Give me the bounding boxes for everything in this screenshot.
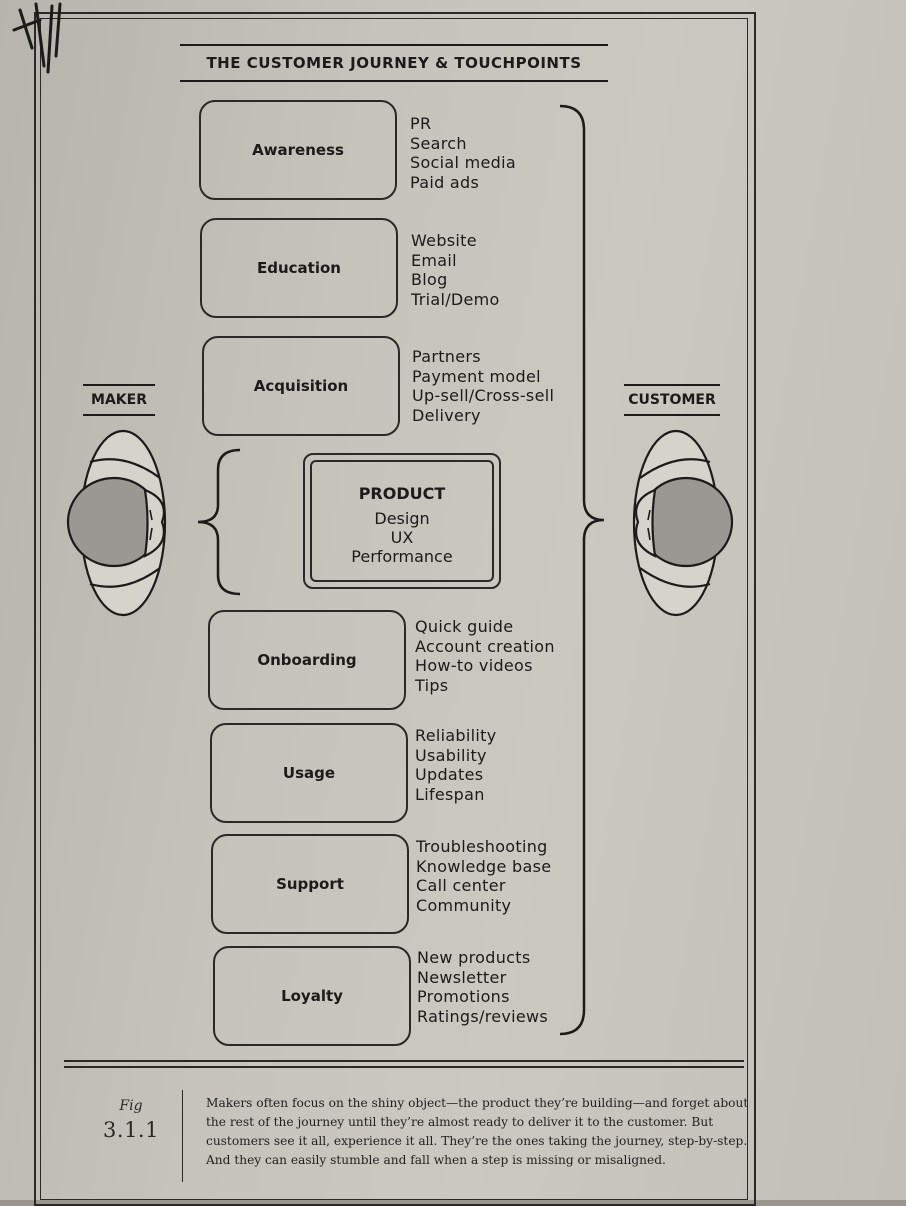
touchpoint: Delivery [412, 405, 481, 425]
product-item: UX [390, 528, 414, 547]
stage-label: Onboarding [257, 651, 357, 669]
stage-loyalty: Loyalty [213, 946, 411, 1046]
maker-label: MAKER [83, 384, 155, 416]
touchpoints-awareness: PR Search Social media Paid ads [410, 114, 516, 192]
touchpoint: PR [410, 114, 432, 133]
touchpoint: Website [411, 231, 477, 250]
stage-support: Support [211, 834, 409, 934]
stage-awareness: Awareness [199, 100, 397, 200]
touchpoint: Usability [415, 745, 487, 765]
caption-divider [182, 1090, 183, 1182]
maker-head [66, 429, 167, 617]
touchpoint: Ratings/reviews [417, 1006, 549, 1026]
stage-label: Acquisition [253, 377, 349, 395]
touchpoint: Reliability [415, 726, 497, 745]
touchpoint: Promotions [417, 987, 510, 1006]
caption-rule-top [64, 1060, 744, 1062]
touchpoint: Tips [415, 675, 449, 695]
stage-label: Support [276, 875, 344, 893]
customer-head [632, 429, 734, 617]
figure-number: Fig 3.1.1 [96, 1098, 166, 1142]
scribble-mark [18, 8, 34, 50]
touchpoint: Blog [411, 270, 448, 289]
touchpoint: Search [410, 133, 467, 153]
product-box: PRODUCT Design UX Performance [303, 453, 501, 589]
touchpoint: Paid ads [410, 172, 480, 192]
touchpoint: Account creation [415, 636, 555, 656]
customer-brace [559, 104, 605, 1036]
maker-brace [197, 448, 241, 596]
touchpoint: Up-sell/Cross-sell [412, 386, 555, 405]
touchpoints-education: Website Email Blog Trial/Demo [411, 231, 500, 309]
touchpoints-acquisition: Partners Payment model Up-sell/Cross-sel… [412, 347, 554, 425]
touchpoints-loyalty: New products Newsletter Promotions Ratin… [417, 948, 548, 1026]
touchpoint: Payment model [412, 366, 541, 386]
touchpoint: Call center [416, 876, 506, 895]
touchpoints-onboarding: Quick guide Account creation How-to vide… [415, 617, 555, 695]
stage-education: Education [200, 218, 398, 318]
product-item: Design [374, 509, 430, 528]
touchpoint: How-to videos [415, 656, 533, 675]
touchpoint: Trial/Demo [411, 289, 500, 309]
touchpoint: Newsletter [417, 967, 507, 987]
touchpoint: Lifespan [415, 784, 485, 804]
product-box-inner: PRODUCT Design UX Performance [310, 460, 494, 582]
fig-number: 3.1.1 [103, 1118, 159, 1142]
touchpoints-support: Troubleshooting Knowledge base Call cent… [416, 837, 551, 915]
product-item: Performance [351, 547, 453, 566]
touchpoint: Updates [415, 765, 484, 784]
stage-acquisition: Acquisition [202, 336, 400, 436]
stage-label: Awareness [252, 141, 344, 159]
stage-usage: Usage [210, 723, 408, 823]
product-title: PRODUCT [358, 484, 446, 503]
customer-label: CUSTOMER [624, 384, 720, 416]
touchpoints-usage: Reliability Usability Updates Lifespan [415, 726, 496, 804]
touchpoint: New products [417, 948, 531, 967]
touchpoint: Knowledge base [416, 856, 552, 876]
touchpoint: Quick guide [415, 617, 514, 636]
stage-label: Education [257, 259, 341, 277]
caption-rule-bottom [64, 1066, 744, 1068]
touchpoint: Social media [410, 153, 516, 172]
touchpoint: Partners [412, 347, 481, 366]
fig-label: Fig [119, 1098, 143, 1114]
touchpoint: Email [411, 250, 457, 270]
stage-onboarding: Onboarding [208, 610, 406, 710]
touchpoint: Community [416, 895, 512, 915]
touchpoint: Troubleshooting [416, 837, 548, 856]
diagram-title: THE CUSTOMER JOURNEY & TOUCHPOINTS [180, 44, 608, 82]
stage-label: Usage [282, 764, 336, 782]
stage-label: Loyalty [281, 987, 343, 1005]
caption-text: Makers often focus on the shiny object—t… [206, 1096, 749, 1167]
